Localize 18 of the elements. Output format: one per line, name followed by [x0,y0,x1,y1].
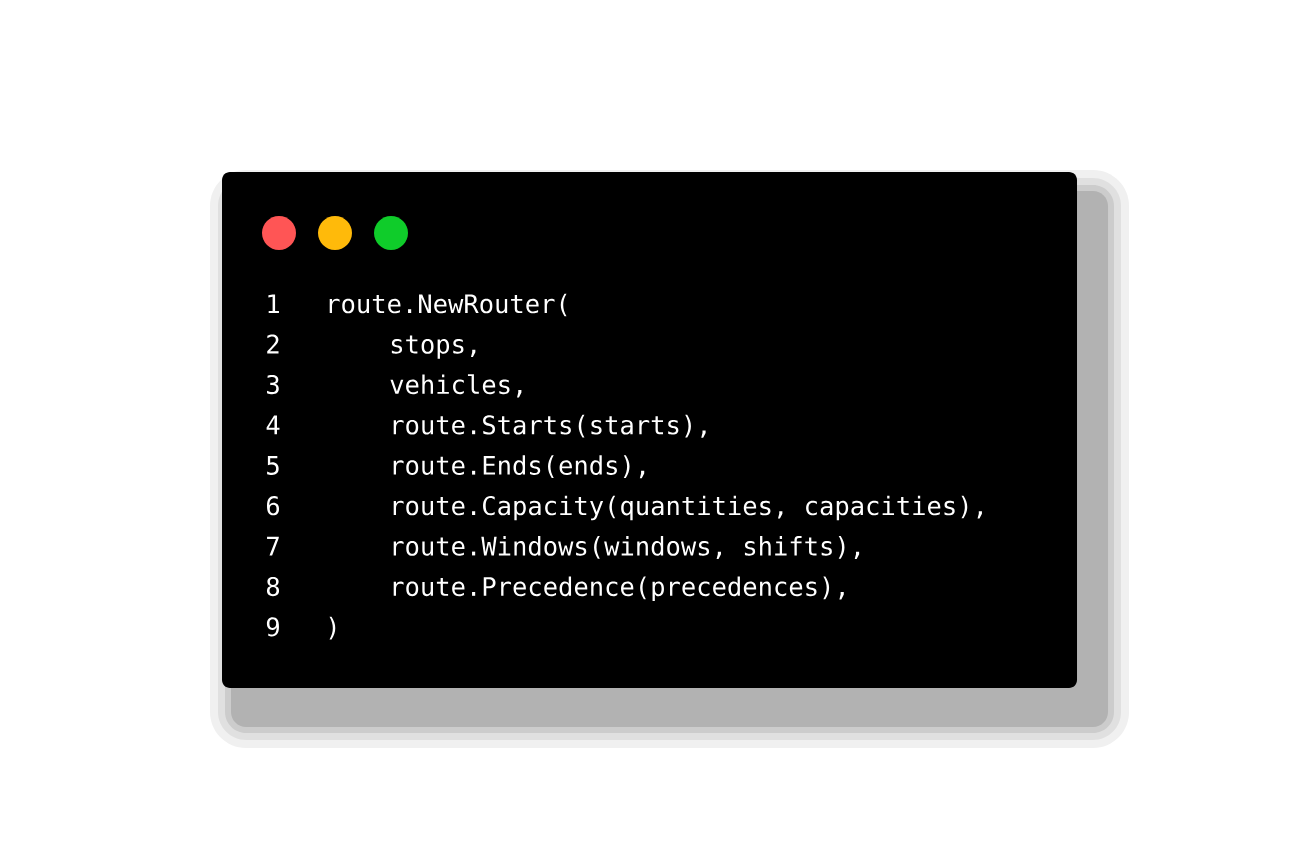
line-number: 4 [266,415,280,435]
code-line: route.Windows(windows, shifts), [393,536,860,559]
code-line: route.Capacity(quantities, capacities), [393,495,982,521]
line-number: 3 [267,374,279,395]
code-line: route.NewRouter( [329,293,567,317]
line-number: 1 [268,294,279,313]
code-line: vehicles, [390,374,522,398]
code-line: ) [329,616,336,640]
line-number: 7 [267,536,279,556]
line-number: 9 [266,617,279,637]
line-number: 5 [267,456,279,475]
line-number: 6 [267,496,279,516]
line-number: 2 [267,334,279,354]
code-line: stops, [391,335,476,359]
line-number: 8 [266,576,280,597]
code-line: route.Ends(ends), [393,455,645,479]
code-line: route.Precedence(precedences), [393,576,844,602]
code-line: route.Starts(starts), [393,414,706,438]
